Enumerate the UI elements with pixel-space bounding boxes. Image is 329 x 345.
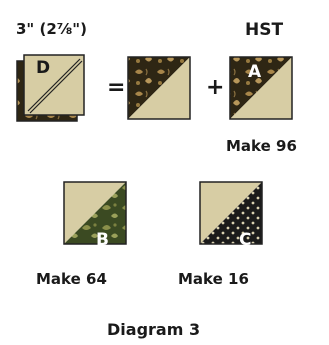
square-d-diagonal-line-1 xyxy=(27,58,81,112)
plus-sign: + xyxy=(206,75,225,100)
hst-b xyxy=(63,181,127,245)
square-d-diagonal-line-2 xyxy=(29,60,83,114)
make-label-a: Make 96 xyxy=(226,137,297,155)
square-d-stack xyxy=(16,54,85,122)
square-d-letter: D xyxy=(36,58,51,78)
equals-sign: = xyxy=(107,75,126,100)
hst-a xyxy=(229,56,293,120)
make-label-b: Make 64 xyxy=(36,270,107,288)
hst-c xyxy=(199,181,263,245)
hst-c-fabric-triangle xyxy=(200,182,262,244)
diagram-caption: Diagram 3 xyxy=(107,320,201,339)
hst-heading: HST xyxy=(245,20,284,40)
hst-a-letter: A xyxy=(248,62,262,82)
hst-c-letter: C xyxy=(239,230,252,250)
cut-size-label: 3" (2⅞") xyxy=(16,20,87,38)
make-label-c: Make 16 xyxy=(178,270,249,288)
hst-b-letter: B xyxy=(96,230,109,250)
hst-a-cream-triangle xyxy=(230,57,292,119)
result-square-d xyxy=(127,56,191,120)
hst-b-fabric-triangle xyxy=(64,182,126,244)
result-square-d-cream-triangle xyxy=(128,57,190,119)
